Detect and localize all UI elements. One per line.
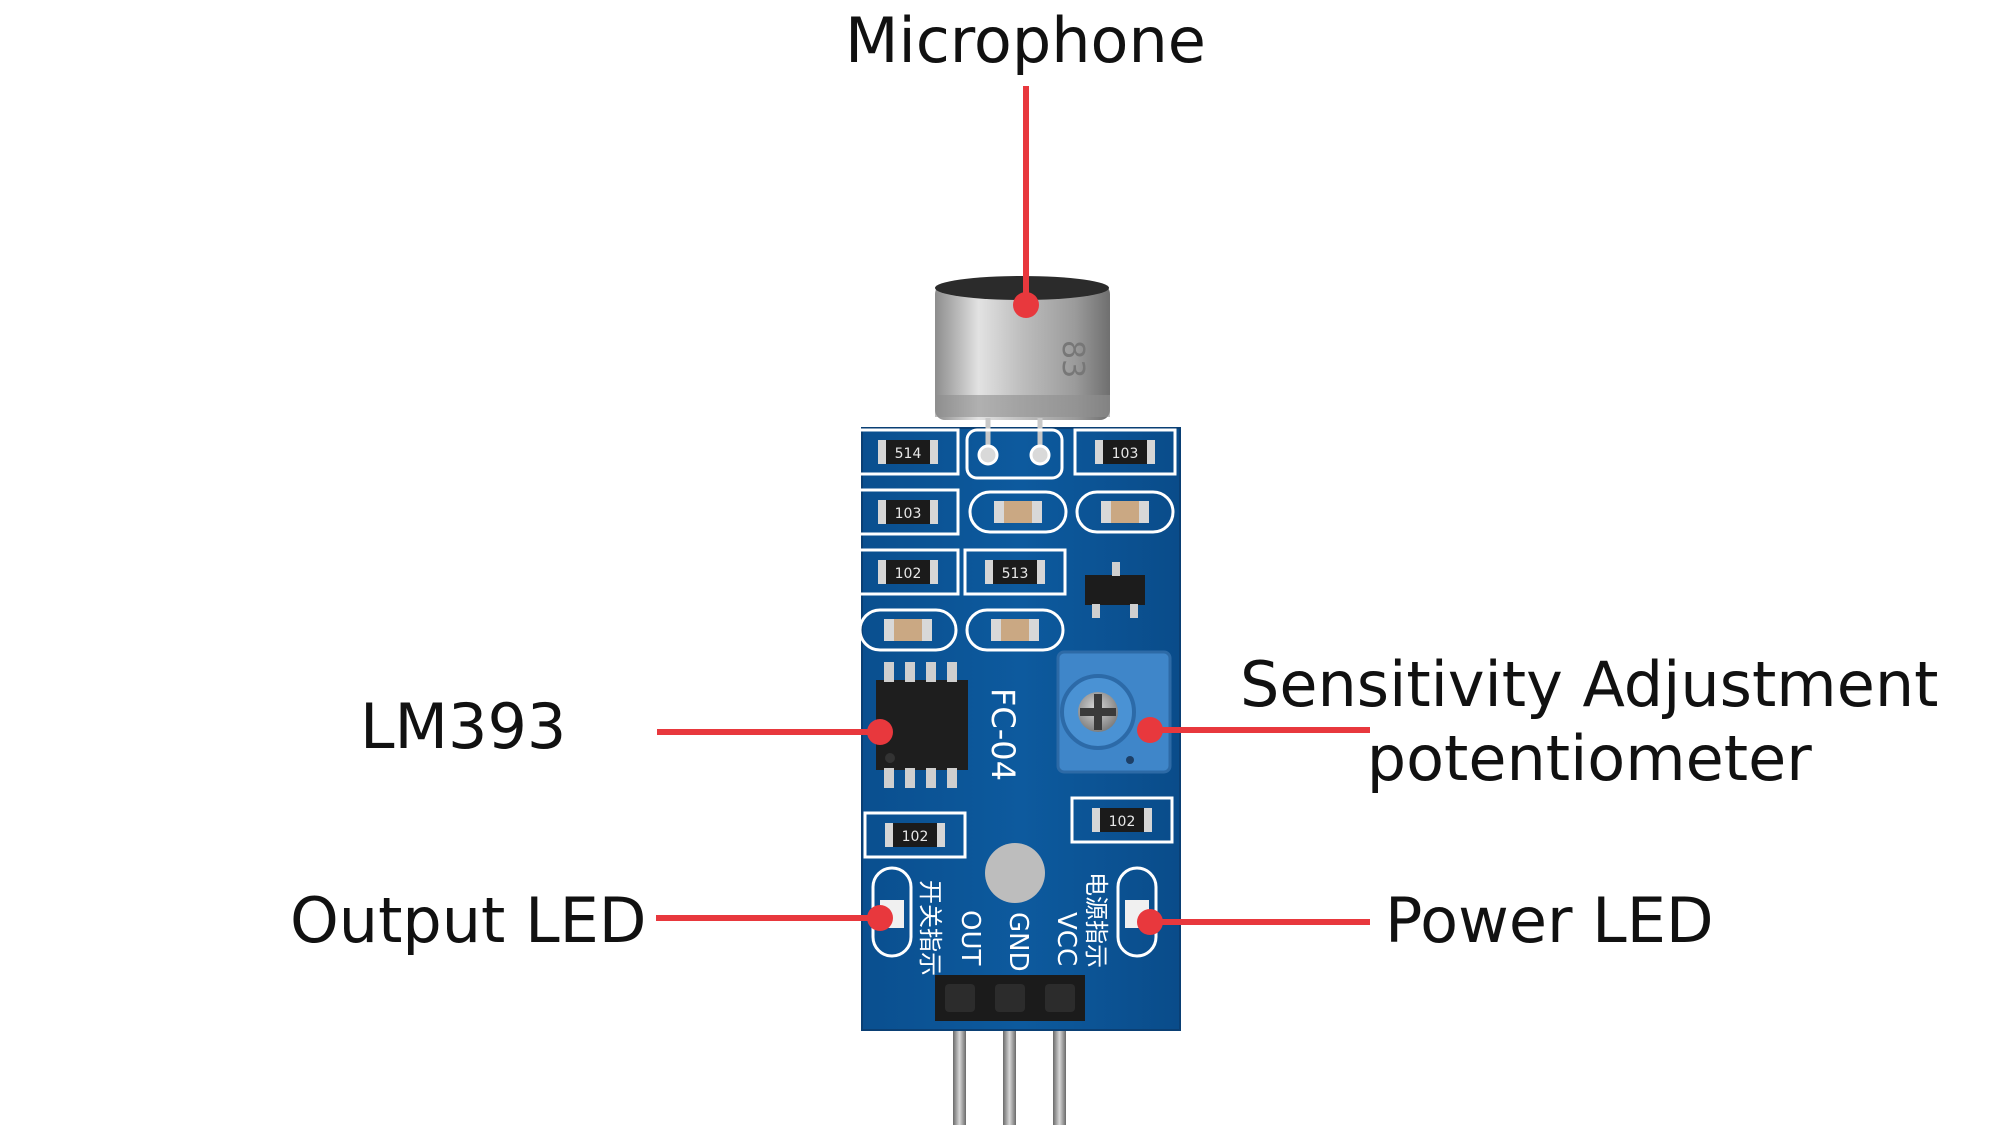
lm393-label: LM393 xyxy=(360,690,567,763)
resistor-code: 102 xyxy=(1109,814,1136,830)
microphone-label: Microphone xyxy=(845,4,1206,77)
mounting-hole xyxy=(985,843,1045,903)
output-led-caption: 开关指示 xyxy=(916,880,944,976)
pin-label-vcc: VCC xyxy=(1051,912,1081,966)
resistor-code: 514 xyxy=(895,446,922,462)
lm393-chip xyxy=(876,662,968,788)
pin-label-gnd: GND xyxy=(1003,912,1033,972)
callout-lines xyxy=(656,86,1370,935)
output-led-label: Output LED xyxy=(290,884,647,957)
microphone-capsule: 83 xyxy=(935,276,1110,480)
potentiometer xyxy=(1056,650,1172,774)
smd-resistors: 514 103 103 102 513 102 102 xyxy=(856,428,1177,859)
smd-resistor: 513 xyxy=(963,548,1067,596)
resistor-code: 102 xyxy=(895,566,922,582)
smd-resistor: 102 xyxy=(863,811,967,859)
smd-resistor: 102 xyxy=(1070,796,1174,844)
sensitivity-label: Sensitivity Adjustment potentiometer xyxy=(1240,648,1938,797)
power-led-label: Power LED xyxy=(1385,884,1714,957)
smd-resistor: 103 xyxy=(856,488,960,536)
power-led-callout-dot xyxy=(1137,909,1163,935)
svg-text:83: 83 xyxy=(1055,340,1090,378)
smd-capacitors xyxy=(858,490,1175,652)
smd-resistor: 514 xyxy=(856,428,960,476)
smd-transistor xyxy=(1085,562,1145,618)
resistor-code: 103 xyxy=(895,506,922,522)
pin-header xyxy=(935,975,1085,1021)
resistor-code: 103 xyxy=(1112,446,1139,462)
header-pins xyxy=(953,1020,1066,1125)
resistor-code: 102 xyxy=(902,829,929,845)
pin-label-out: OUT xyxy=(955,910,985,965)
output-led-callout-dot xyxy=(867,905,893,931)
smd-resistor: 102 xyxy=(856,548,960,596)
board-model-label: FC-04 xyxy=(984,688,1022,781)
smd-resistor: 103 xyxy=(1073,428,1177,476)
lm393-callout-dot xyxy=(867,719,893,745)
sensitivity-label-line2: potentiometer xyxy=(1366,722,1812,796)
microphone-callout-dot xyxy=(1013,292,1039,318)
sensitivity-label-line1: Sensitivity Adjustment xyxy=(1240,648,1939,721)
sensitivity-callout-dot xyxy=(1137,717,1163,743)
power-led-caption: 电源指示 xyxy=(1082,872,1110,968)
resistor-code: 513 xyxy=(1002,566,1029,582)
